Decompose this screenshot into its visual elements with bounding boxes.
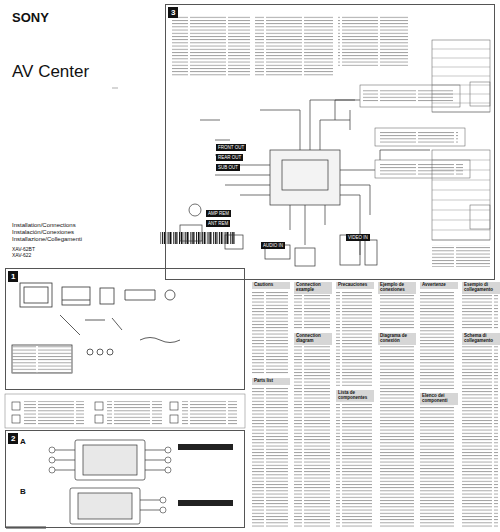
connector-name: VIDEO IN <box>346 234 370 241</box>
section-panel: 1 <box>5 268 245 390</box>
connector-tag: AMP REM <box>206 201 231 219</box>
connector-tag: SUB OUT <box>216 155 240 173</box>
section-panel: 2 <box>5 430 245 528</box>
connector-name: AMP REM <box>206 210 231 217</box>
section-heading: Esempio di collegamento <box>462 282 500 294</box>
section-panel: 3AMP REM ANT REM FRONT OUT REAR OUT SUB OUT A… <box>165 4 495 280</box>
label-text: Instalación/Conexiones <box>12 229 74 235</box>
label-text: B <box>20 487 26 496</box>
section-heading: Parts list <box>252 378 290 385</box>
connector-name: ANT REM <box>206 220 230 227</box>
brand-logo: SONY <box>12 10 49 25</box>
section-heading: Lista de componentes <box>336 390 374 402</box>
section-heading: Elenco dei componenti <box>420 393 458 405</box>
label-text: A <box>20 437 26 446</box>
section-heading: Connection diagram <box>294 333 332 345</box>
section-heading: Avvertenze <box>420 282 458 289</box>
document-title: AV Center <box>12 62 89 82</box>
connector-tag: AUDIO IN <box>261 233 285 251</box>
connector-tag: FRONT OUT <box>216 135 246 153</box>
section-heading: Precauciones <box>336 282 374 289</box>
connector-name: REAR OUT <box>216 154 243 161</box>
label-text: XAV-62BT <box>12 246 35 252</box>
connector-tag: REAR OUT <box>216 145 243 163</box>
section-number: 1 <box>8 271 18 282</box>
section-heading: Diagrama de conexión <box>378 333 416 345</box>
connector-name: AUDIO IN <box>261 242 285 249</box>
section-number: 2 <box>8 433 18 444</box>
connector-name: SUB OUT <box>216 164 240 171</box>
section-heading: Connection example <box>294 282 332 294</box>
section-number: 3 <box>168 7 178 18</box>
section-heading: Cautions <box>252 282 290 289</box>
connector-name: FRONT OUT <box>216 144 246 151</box>
label-text: Installazione/Collegamenti <box>12 236 82 242</box>
label-text: Installation/Connections <box>12 222 76 228</box>
section-heading: Ejemplo de conexiones <box>378 282 416 294</box>
label-text: XAV-622 <box>12 252 31 258</box>
connector-tag: VIDEO IN <box>346 225 370 243</box>
connector-tag: ANT REM <box>206 211 230 229</box>
section-heading: Schema di collegamento <box>462 333 500 345</box>
